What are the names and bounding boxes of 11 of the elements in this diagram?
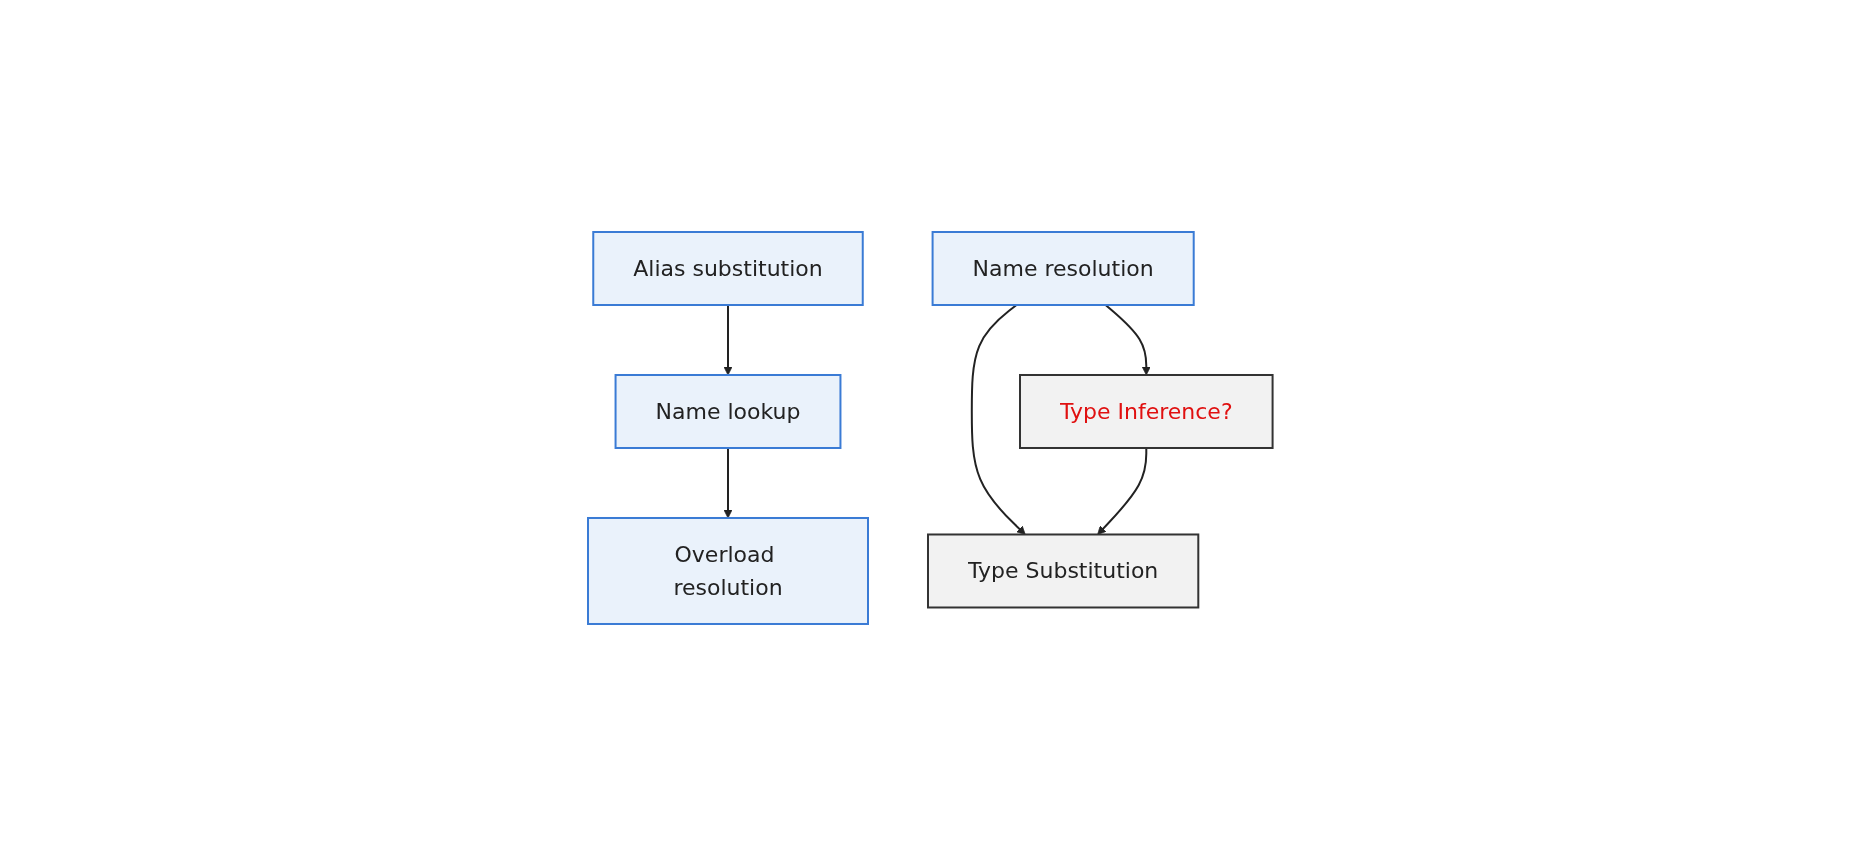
node-box: Alias substitution: [592, 231, 864, 306]
arrow: [723, 304, 733, 376]
arrow: [1097, 447, 1148, 535]
arrow: [1104, 304, 1151, 376]
arrow: [971, 304, 1026, 535]
node-box: Overload resolution: [587, 517, 870, 625]
node-box: Type Substitution: [927, 533, 1200, 609]
node-box: Type Inference?: [1019, 374, 1274, 449]
arrow: [723, 447, 733, 519]
node-box: Name lookup: [614, 374, 842, 449]
node-box: Name resolution: [931, 231, 1195, 306]
